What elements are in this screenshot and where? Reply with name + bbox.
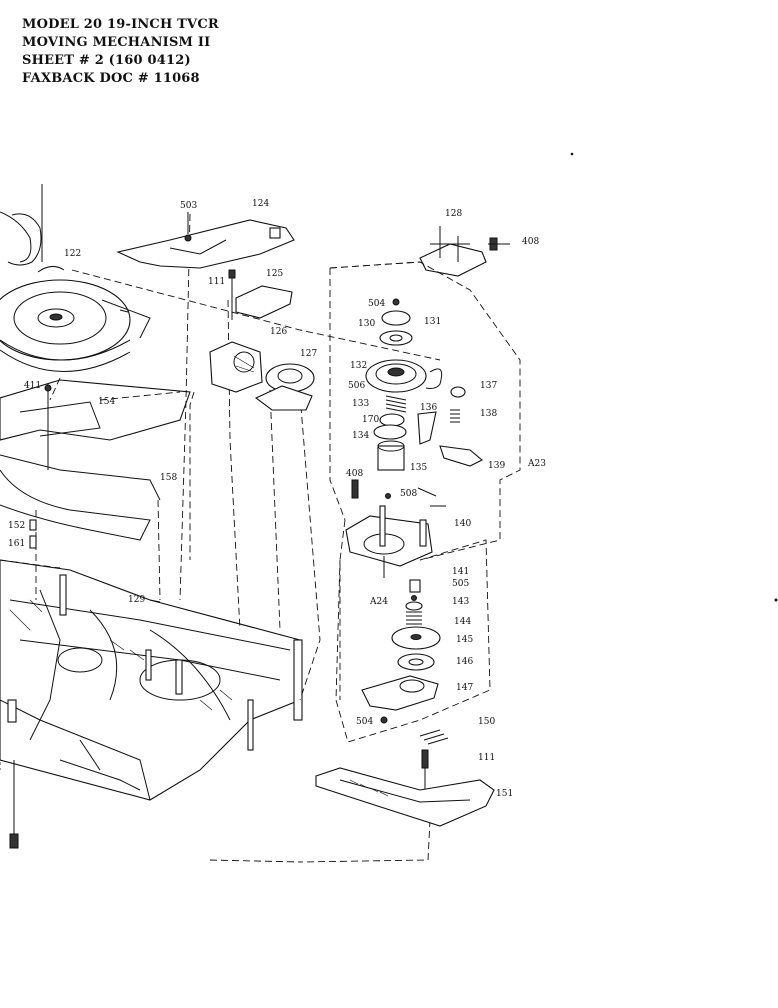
callout-111-top: 111 bbox=[208, 277, 225, 287]
callout-506: 506 bbox=[348, 381, 365, 391]
callout-137: 137 bbox=[480, 381, 497, 391]
callout-124: 124 bbox=[252, 199, 269, 209]
callout-126: 126 bbox=[270, 327, 287, 337]
callout-140: 140 bbox=[454, 519, 471, 529]
header-title-line: MOVING MECHANISM II bbox=[22, 35, 211, 50]
callout-161: 161 bbox=[8, 539, 25, 549]
callout-145: 145 bbox=[456, 635, 473, 645]
callout-146: 146 bbox=[456, 657, 473, 667]
callout-508: 508 bbox=[400, 489, 417, 499]
callout-labels: 503 124 128 408 122 111 125 504 130 131 … bbox=[8, 199, 546, 799]
callout-503: 503 bbox=[180, 201, 197, 211]
callout-141: 141 bbox=[452, 567, 469, 577]
callout-408-top: 408 bbox=[522, 237, 539, 247]
leader-lines-right bbox=[149, 152, 778, 603]
callout-408-mid: 408 bbox=[346, 469, 363, 479]
callout-143: 143 bbox=[452, 597, 469, 607]
header-sheet-line: SHEET # 2 (160 0412) bbox=[22, 53, 191, 68]
callout-133: 133 bbox=[352, 399, 369, 409]
callout-130: 130 bbox=[358, 319, 375, 329]
callout-111-bottom: 111 bbox=[478, 753, 495, 763]
upper-middle-parts bbox=[116, 212, 510, 411]
header-faxback-line: FAXBACK DOC # 11068 bbox=[22, 71, 200, 86]
callout-a23: A23 bbox=[527, 459, 546, 469]
callout-150: 150 bbox=[478, 717, 495, 727]
callout-122: 122 bbox=[64, 249, 81, 259]
document-header: MODEL 20 19-INCH TVCR MOVING MECHANISM I… bbox=[22, 16, 219, 88]
callout-158: 158 bbox=[160, 473, 177, 483]
callout-152: 152 bbox=[8, 521, 25, 531]
callout-144: 144 bbox=[454, 617, 471, 627]
callout-125: 125 bbox=[266, 269, 283, 279]
left-chassis-assembly bbox=[0, 184, 303, 849]
callout-131: 131 bbox=[424, 317, 441, 327]
assembly-a24 bbox=[315, 539, 495, 827]
header-model-line: MODEL 20 19-INCH TVCR bbox=[22, 17, 219, 32]
callout-136: 136 bbox=[420, 403, 437, 413]
callout-127: 127 bbox=[300, 349, 317, 359]
assembly-a23 bbox=[329, 261, 521, 578]
callout-139: 139 bbox=[488, 461, 505, 471]
callout-138: 138 bbox=[480, 409, 497, 419]
callout-a24: A24 bbox=[369, 597, 388, 607]
callout-170: 170 bbox=[362, 415, 379, 425]
callout-504-top: 504 bbox=[368, 299, 385, 309]
callout-147: 147 bbox=[456, 683, 473, 693]
callout-134: 134 bbox=[352, 431, 369, 441]
callout-128: 128 bbox=[445, 209, 462, 219]
callout-411: 411 bbox=[24, 381, 41, 391]
callout-129: 129 bbox=[128, 595, 145, 605]
callout-505: 505 bbox=[452, 579, 469, 589]
callout-135: 135 bbox=[410, 463, 427, 473]
callout-151: 151 bbox=[496, 789, 513, 799]
callout-504-bottom: 504 bbox=[356, 717, 373, 727]
callout-154: 154 bbox=[98, 397, 115, 407]
callout-132: 132 bbox=[350, 361, 367, 371]
